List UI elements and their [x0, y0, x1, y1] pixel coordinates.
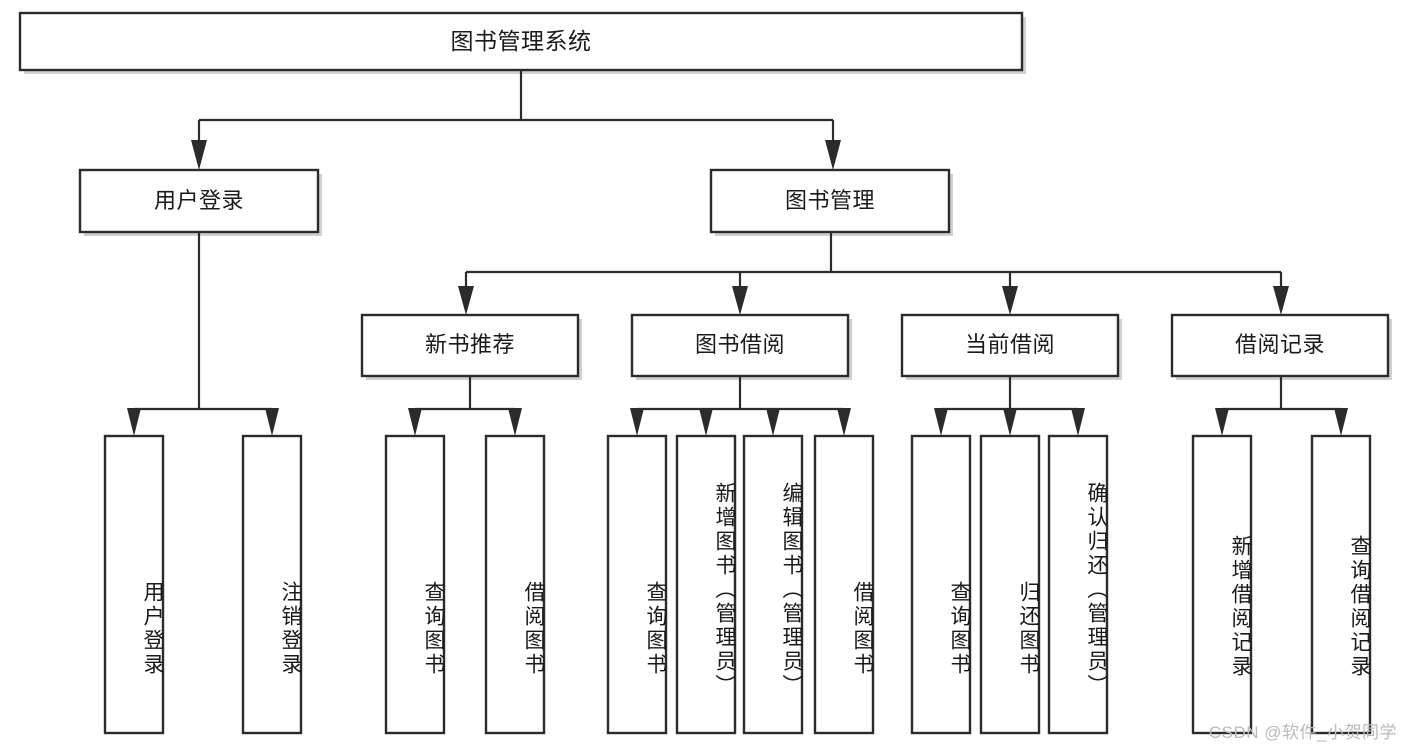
connector-bookborrow-to-leaves: [630, 377, 851, 436]
node-box-leaf-book-borrow-0: [606, 434, 668, 735]
node-box-book-borrow: [630, 313, 850, 378]
connector-borrowrecord-to-leaves: [1215, 377, 1348, 436]
node-box-leaf-current-borrow-2: [1047, 434, 1109, 735]
connector-booksmgmt-to-level3: [458, 232, 1289, 315]
node-box-new-book-recommend: [360, 313, 580, 378]
connector-root-to-level2: [191, 70, 841, 170]
node-box-book-management: [709, 168, 951, 234]
node-box-borrow-record: [1170, 313, 1390, 378]
connector-newbook-to-leaves: [408, 377, 522, 436]
node-box-leaf-new-book-0: [384, 434, 446, 735]
node-box-leaf-user-login-1: [241, 434, 303, 735]
node-box-leaf-current-borrow-0: [910, 434, 972, 735]
node-box-leaf-user-login-0: [103, 434, 165, 735]
node-box-user-login: [78, 168, 320, 234]
node-box-current-borrow: [900, 313, 1120, 378]
node-box-leaf-borrow-record-0: [1191, 434, 1253, 735]
node-box-leaf-book-borrow-2: [742, 434, 804, 735]
node-box-leaf-current-borrow-1: [979, 434, 1041, 735]
node-box-leaf-book-borrow-3: [813, 434, 875, 735]
connector-currentborrow-to-leaves: [934, 377, 1085, 436]
node-box-root: [18, 11, 1024, 72]
connector-userlogin-to-leaves: [127, 232, 279, 436]
node-box-leaf-borrow-record-1: [1310, 434, 1372, 735]
node-boxes: [18, 11, 1390, 735]
node-box-leaf-new-book-1: [484, 434, 546, 735]
node-box-leaf-book-borrow-1: [675, 434, 737, 735]
